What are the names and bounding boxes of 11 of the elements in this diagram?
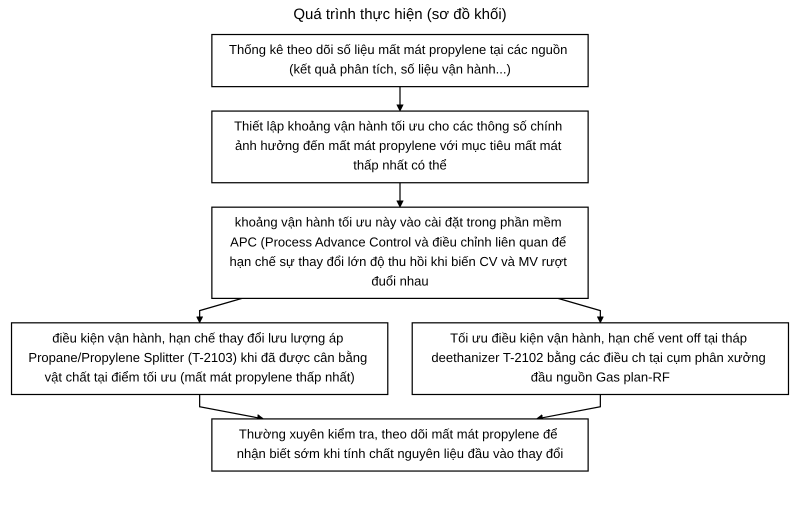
node-box: khoảng vận hành tối ưu này vào cài đặt trong phần mềm APC (Process Advance Control và điều chỉnh liên quan để hạn chế sự thay đổi lớn độ thu hồi khi biến CV và MV rượt đuổi nhau xyxy=(211,206,589,299)
node-box: Tối ưu điều kiện vận hành, hạn chế vent off tại tháp deethanizer T-2102 bằng các điều ch tại cụm phân xưởng đầu nguồn Gas plan-RF xyxy=(412,322,790,396)
arrow xyxy=(196,298,242,324)
node-box: điều kiện vận hành, hạn chế thay đổi lưu lượng áp Propane/Propylene Splitter (T-2103) khi đã được cân bằng vật chất tại điểm tối ưu (mất mát propylene thấp nhất) xyxy=(10,322,388,396)
node-box: Thiết lập khoảng vận hành tối ưu cho các thông số chính ảnh hưởng đến mất mát propylene với mục tiêu mất mát thấp nhất có thể xyxy=(211,110,589,184)
arrow xyxy=(396,182,404,208)
arrow xyxy=(558,298,604,324)
node-box: Thống kê theo dõi số liệu mất mát propylene tại các nguồn (kết quả phân tích, số liệu vận hành...) xyxy=(211,34,589,88)
arrow xyxy=(396,86,404,112)
diagram-title: Quá trình thực hiện (sơ đồ khối) xyxy=(292,5,508,25)
node-box: Thường xuyên kiểm tra, theo dõi mất mát propylene để nhận biết sớm khi tính chất nguyên liệu đầu vào thay đổi xyxy=(211,418,589,472)
